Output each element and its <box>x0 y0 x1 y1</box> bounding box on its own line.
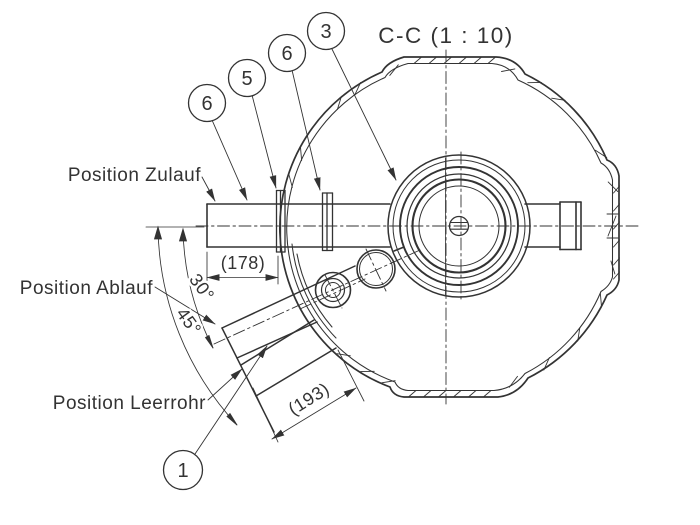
ablauf-top-edge <box>221 265 356 329</box>
dimension-193 <box>252 349 365 443</box>
pipe-collar <box>321 192 334 252</box>
dim-text-178: (178) <box>221 253 266 273</box>
ablauf-bottom-edge <box>236 321 318 359</box>
balloon-1-leader <box>194 345 268 455</box>
balloon-3-label: 3 <box>320 21 331 43</box>
balloon-leaders <box>194 46 397 455</box>
leerrohr-top-edge <box>240 319 315 366</box>
port-cross-dash-2 <box>324 274 343 309</box>
leerrohr-leader <box>207 368 243 401</box>
wall-reinforcement-arc-2 <box>296 253 333 328</box>
manhole-hub <box>448 215 470 237</box>
wall-reinforcement-arc-1 <box>291 243 337 339</box>
side-boss-detail <box>606 213 619 239</box>
balloon-1: 1 <box>162 449 204 491</box>
balloon-6a-label: 6 <box>201 93 212 115</box>
zulauf-pipe <box>206 189 582 253</box>
dim-text-45deg: 45° <box>172 304 205 339</box>
dim-text-30deg: 30° <box>185 270 218 305</box>
angle-dimensions <box>145 225 238 426</box>
label-position-leerrohr: Position Leerrohr <box>53 393 206 414</box>
arc-arrow <box>226 412 238 426</box>
extension-line <box>337 349 365 402</box>
balloon-5: 5 <box>227 58 267 98</box>
balloon-6b-leader <box>291 69 321 191</box>
label-position-zulauf: Position Zulauf <box>68 165 201 186</box>
balloon-3: 3 <box>306 11 346 51</box>
extension-line <box>252 387 279 443</box>
ablauf-opening-outer <box>314 271 352 309</box>
dimension-178 <box>206 251 279 285</box>
balloon-3-leader <box>330 46 397 181</box>
balloon-6b-label: 6 <box>281 43 292 65</box>
balloon-5-label: 5 <box>241 68 252 90</box>
ablauf-opening-inner <box>325 282 341 298</box>
balloon-5-leader <box>251 94 277 189</box>
arc-arrow <box>204 334 214 349</box>
dimension-line <box>271 387 357 440</box>
tank-outline <box>279 56 620 398</box>
leerrohr-bottom-edge <box>255 347 337 397</box>
balloon-6b: 6 <box>267 33 307 73</box>
right-pipe-stub <box>524 201 582 251</box>
balloon-6a: 6 <box>187 83 227 123</box>
label-leaders <box>154 176 243 401</box>
tank-inner-wall <box>286 62 614 392</box>
balloon-1-label: 1 <box>177 460 188 482</box>
leerrohr-opening <box>356 249 396 289</box>
dim-text-193: (193) <box>285 379 333 420</box>
ablauf-top-edge-hidden-exit <box>393 246 405 252</box>
wall-rib-ticks <box>288 57 620 397</box>
wall-flange <box>275 189 286 253</box>
manhole <box>387 154 531 298</box>
port-cross-dash-1 <box>365 248 387 292</box>
ablauf-opening-mid <box>320 277 346 303</box>
label-position-ablauf: Position Ablauf <box>20 278 153 299</box>
balloons: 6 5 6 3 1 <box>162 11 346 491</box>
arc-arrow <box>153 225 163 240</box>
view-title: C-C (1 : 10) <box>378 23 514 48</box>
ablauf-leader <box>154 286 216 325</box>
arc-45deg <box>157 227 238 426</box>
balloon-6a-leader <box>211 119 248 201</box>
arc-arrow <box>178 227 188 242</box>
zulauf-leader <box>201 176 216 202</box>
